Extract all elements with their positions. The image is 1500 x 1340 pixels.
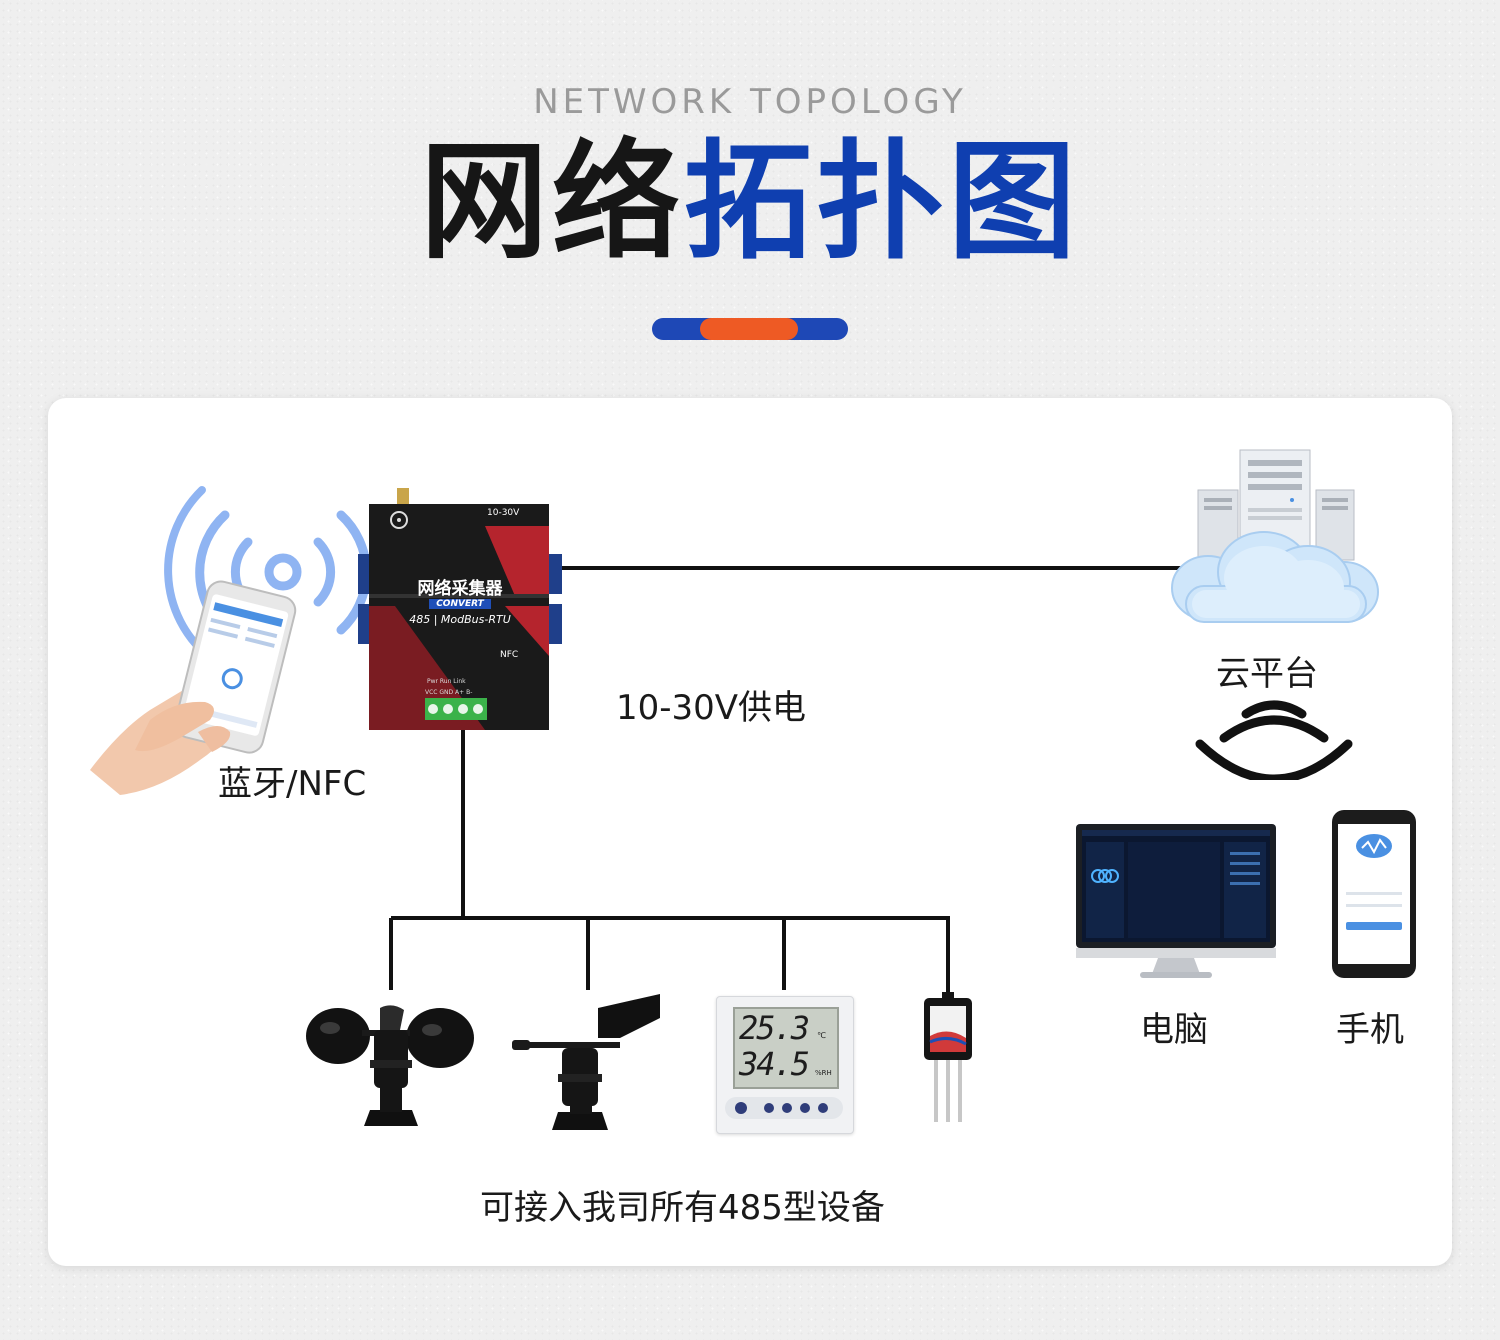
gateway-badge: CONVERT: [429, 599, 491, 609]
gateway-terminals: VCC GND A+ B-: [425, 689, 473, 696]
th-temperature: 25.3: [739, 1009, 810, 1047]
bluetooth-label: 蓝牙/NFC: [218, 764, 367, 804]
th-humidity: 34.5: [739, 1045, 810, 1083]
mobile-phone-icon: [1332, 810, 1416, 978]
gateway-body-icon: [358, 488, 562, 730]
title-dark-part: 网络: [419, 128, 684, 277]
cloud-label: 云平台: [1216, 654, 1318, 694]
th-sensor-icon: 25.3 ℃ 34.5 %RH: [716, 996, 854, 1134]
wireless-signal-icon: [1195, 700, 1353, 780]
title-underline-accent: [700, 318, 798, 340]
gateway-device: 网络采集器 CONVERT 485 | ModBus-RTU NFC 10-30…: [355, 486, 565, 732]
page-title: 网络拓扑图: [0, 128, 1500, 278]
wind-vane-icon: [512, 994, 660, 1130]
computer-icon: [1076, 824, 1276, 978]
gateway-nfc: NFC: [500, 650, 519, 660]
soil-sensor-icon: [924, 992, 972, 1122]
th-button-panel: [725, 1097, 843, 1119]
devices-label: 可接入我司所有485型设备: [480, 1188, 885, 1228]
title-blue-part: 拓扑图: [684, 128, 1081, 277]
th-humidity-unit: %RH: [815, 1069, 832, 1077]
cloud-server-icon: [1171, 449, 1379, 623]
th-temperature-unit: ℃: [817, 1031, 826, 1040]
power-label: 10-30V供电: [616, 688, 807, 728]
hand-phone-icon: [90, 486, 371, 795]
th-lcd: [733, 1007, 839, 1089]
gateway-model: 485 | ModBus-RTU: [409, 613, 511, 626]
anemometer-icon: [306, 1005, 474, 1126]
gateway-leds: Pwr Run Link: [427, 678, 466, 685]
subtitle: NETWORK TOPOLOGY: [533, 82, 967, 122]
computer-label: 电脑: [1140, 1010, 1208, 1050]
gateway-name: 网络采集器: [417, 579, 503, 599]
gateway-voltage: 10-30V: [487, 508, 520, 518]
phone-label: 手机: [1336, 1010, 1404, 1050]
